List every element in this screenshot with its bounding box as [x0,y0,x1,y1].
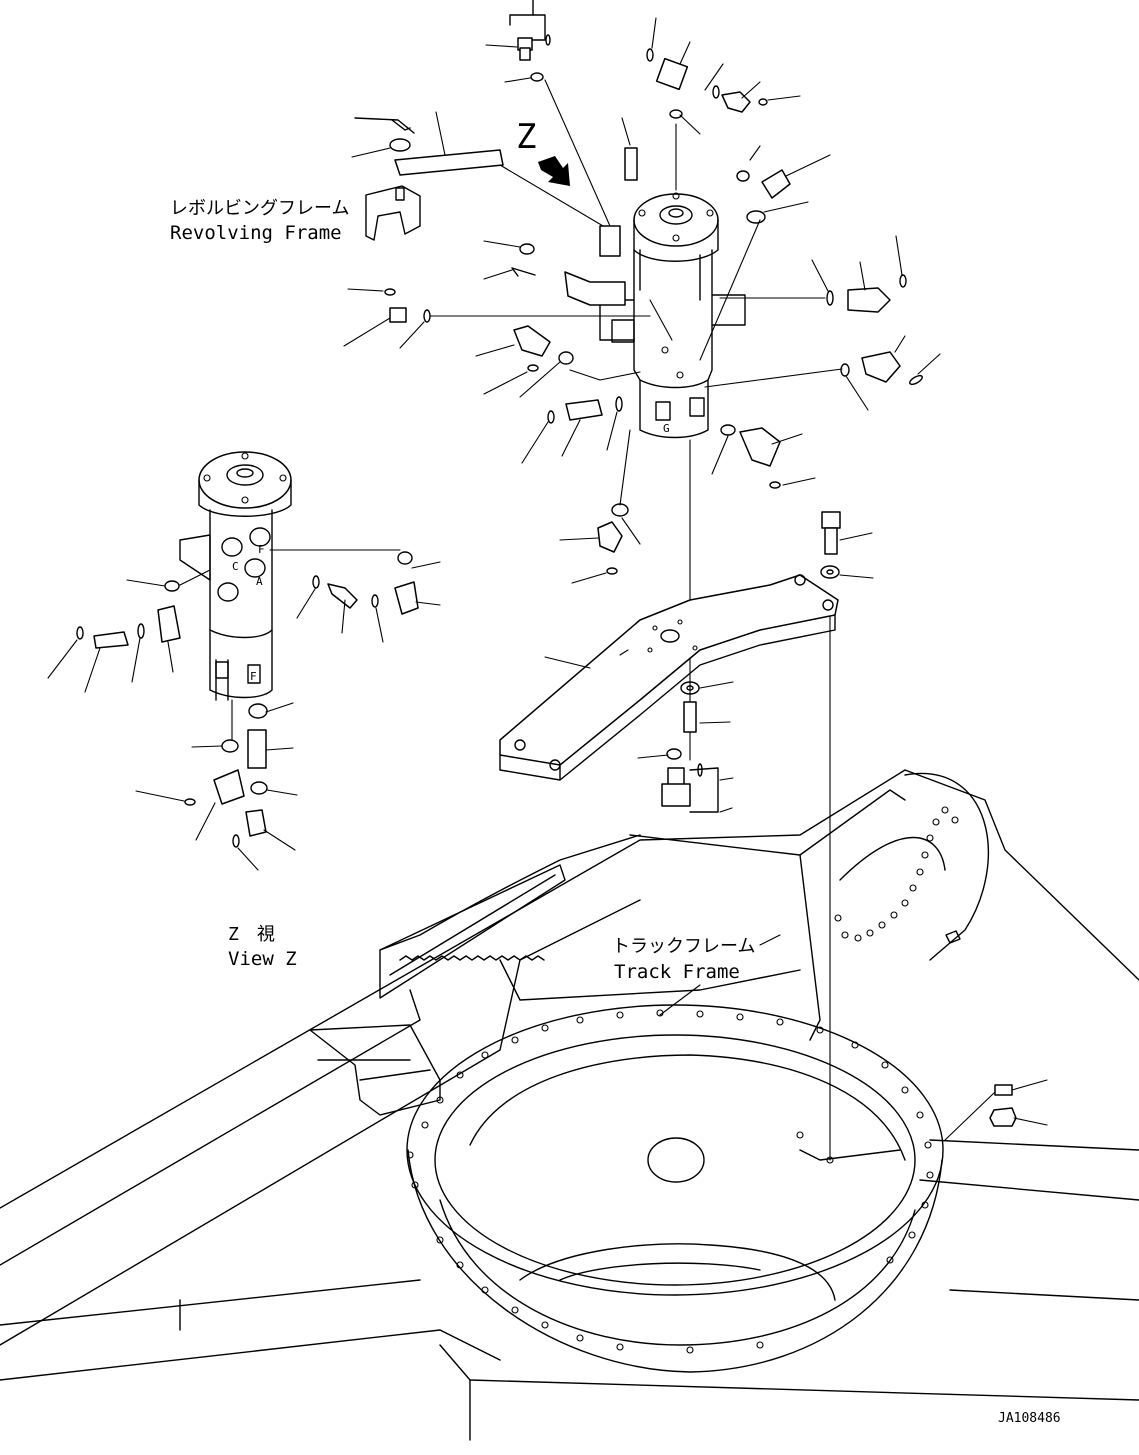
view-z-label-jp: Z 視 [228,924,275,945]
view-z-fittings [47,549,441,871]
view-z-swivel-joint: C A F F [179,451,292,701]
drawing-number: JA108486 [998,1411,1061,1426]
view-z-label-en: View Z [228,948,297,970]
port-letter-f-upper: F [258,543,265,556]
port-letter-g: G [663,422,670,435]
track-frame-label-en: Track Frame [614,961,740,983]
swivel-joint-assembly: G [599,192,746,439]
hardware-bolts [637,511,1048,1141]
view-z-arrow: Z [516,117,570,186]
track-frame-drawing [0,769,1139,1441]
z-marker-label: Z [516,117,536,157]
callout-labels: レボルビングフレーム Revolving Frame Z 視 View Z トラ… [170,198,1061,1426]
stopper-bracket-plate [499,574,839,781]
track-frame-label-jp: トラックフレーム [612,936,755,957]
revolving-frame-label-en: Revolving Frame [170,222,342,244]
port-letter-a: A [256,575,263,588]
port-letter-c: C [232,560,239,573]
main-fittings [343,0,941,584]
revolving-frame-label-jp: レボルビングフレーム [170,198,349,219]
port-letter-f-lower: F [250,670,257,683]
